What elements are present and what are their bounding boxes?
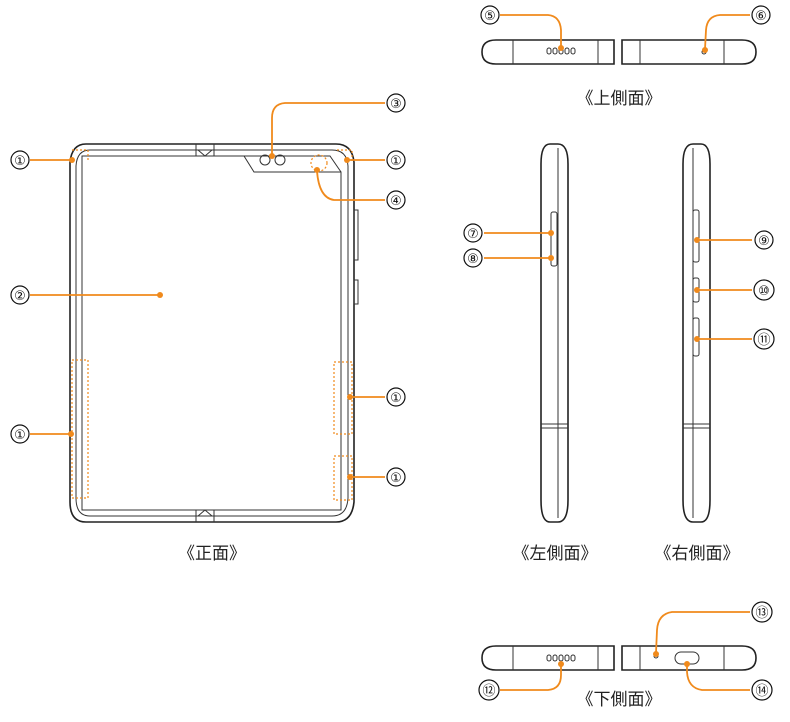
- svg-text:⑧: ⑧: [467, 252, 479, 267]
- callout-9: ⑨: [754, 230, 774, 250]
- bottom-speaker-holes: [546, 654, 576, 662]
- callout-1-top-right: ①: [386, 150, 406, 170]
- antenna-zone-top-right: [337, 149, 353, 162]
- svg-text:①: ①: [390, 471, 402, 486]
- bottom-side-view: [481, 645, 757, 671]
- front-camera-lens-2: [274, 154, 286, 166]
- front-outer-frame: [69, 143, 355, 523]
- caption-left-side: 《左側面》: [513, 544, 598, 564]
- svg-text:①: ①: [390, 154, 402, 169]
- callout-1-right-upper: ①: [386, 387, 406, 407]
- svg-text:①: ①: [390, 391, 402, 406]
- svg-text:①: ①: [14, 154, 26, 169]
- svg-text:⑤: ⑤: [484, 9, 496, 24]
- svg-text:⑪: ⑪: [757, 333, 770, 348]
- front-side-key-upper: [353, 209, 359, 261]
- left-side-body: [540, 143, 569, 523]
- top-side-view: [481, 39, 757, 65]
- caption-right-side: 《右側面》: [655, 544, 740, 564]
- svg-text:④: ④: [390, 194, 402, 209]
- callout-5: ⑤: [480, 5, 500, 25]
- front-side-key-lower: [353, 279, 359, 305]
- svg-text:⑥: ⑥: [755, 9, 767, 24]
- top-side-left-half: [481, 39, 615, 65]
- callout-13: ⑬: [751, 601, 773, 623]
- bottom-side-right-half: [621, 645, 757, 671]
- svg-text:⑫: ⑫: [482, 684, 495, 699]
- front-inner-frame: [75, 149, 349, 517]
- top-side-right-half: [621, 39, 757, 65]
- svg-text:⑭: ⑭: [755, 684, 768, 699]
- left-side-view: [540, 143, 569, 523]
- front-hinge-bottom: [195, 509, 215, 522]
- callout-1-left: ①: [10, 424, 30, 444]
- svg-text:⑨: ⑨: [758, 234, 770, 249]
- callout-markers: ① ② ① ③ ① ④ ① ① ⑤ ⑥ ⑦ ⑧ ⑨ ⑩ ⑪ ⑫ ⑬ ⑭: [10, 5, 775, 701]
- front-view: [69, 143, 359, 523]
- svg-text:⑩: ⑩: [758, 284, 770, 299]
- caption-top-side: 《上側面》: [577, 89, 662, 109]
- callout-2: ②: [10, 285, 30, 305]
- front-hinge-top: [195, 144, 215, 157]
- caption-front: 《正面》: [178, 544, 246, 564]
- callout-4: ④: [386, 190, 406, 210]
- right-side-view: [682, 143, 711, 523]
- svg-text:③: ③: [390, 97, 402, 112]
- antenna-zone-top-left: [72, 149, 89, 162]
- caption-bottom-side: 《下側面》: [577, 690, 662, 710]
- callout-6: ⑥: [751, 5, 771, 25]
- callout-11: ⑪: [753, 328, 775, 350]
- front-camera-lens-1: [259, 154, 271, 166]
- callout-14: ⑭: [751, 679, 773, 701]
- callout-7: ⑦: [463, 223, 483, 243]
- callout-3: ③: [386, 93, 406, 113]
- callout-10: ⑩: [753, 279, 775, 301]
- svg-text:⑬: ⑬: [755, 606, 768, 621]
- right-volume-key: [692, 209, 700, 263]
- callout-12: ⑫: [478, 679, 500, 701]
- callout-8: ⑧: [463, 248, 483, 268]
- right-side-body: [682, 143, 711, 523]
- callout-1-top-left: ①: [10, 150, 30, 170]
- front-display-area: [81, 155, 342, 511]
- svg-text:①: ①: [14, 428, 26, 443]
- antenna-zone-left: [71, 359, 89, 499]
- leader-lines: [30, 14, 752, 691]
- callout-1-right-lower: ①: [386, 467, 406, 487]
- left-card-slot: [550, 211, 558, 267]
- svg-text:②: ②: [14, 289, 26, 304]
- bottom-side-left-half: [481, 645, 615, 671]
- svg-text:⑦: ⑦: [467, 227, 479, 242]
